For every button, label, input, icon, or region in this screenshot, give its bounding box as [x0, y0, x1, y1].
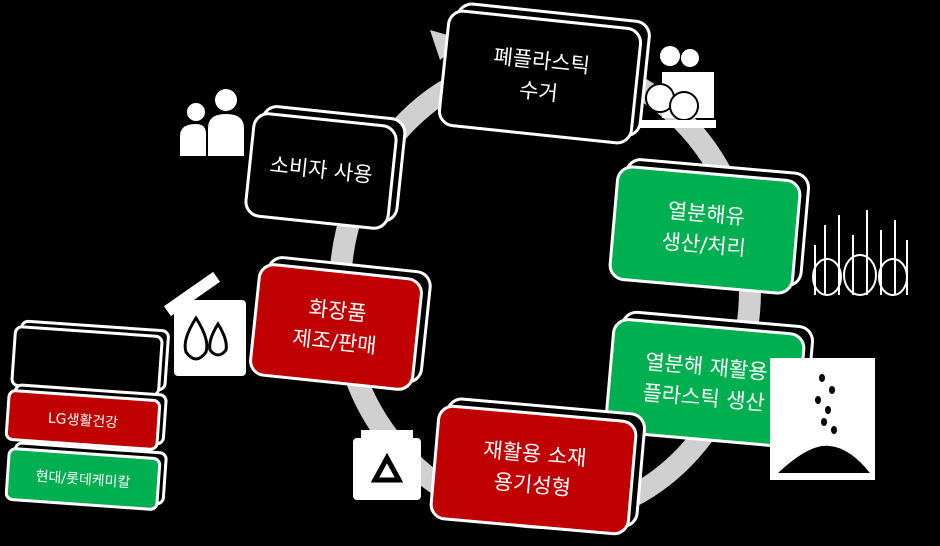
plastic-pellets-icon [770, 358, 875, 480]
step-label: 소비자 사용 [268, 152, 374, 188]
recycle-icon [353, 430, 421, 500]
legend-empty-box [10, 324, 164, 398]
step-label: 재활용 소재 용기성형 [482, 437, 588, 501]
step-cosmetics-manufacturing: 화장품 제조/판매 [247, 261, 425, 393]
refinery-icon [812, 210, 908, 296]
step-consumer-use: 소비자 사용 [242, 110, 400, 232]
plastic-waste-icon [640, 46, 716, 128]
step-container-molding: 재활용 소재 용기성형 [428, 403, 639, 537]
step-waste-plastic-collection: 폐플라스틱 수거 [436, 8, 644, 146]
cosmetic-drops-icon [163, 271, 246, 376]
legend-chemical: 현대/롯데케미칼 [4, 446, 162, 512]
step-label: 화장품 제조/판매 [291, 295, 378, 359]
step-label: 열분해유 생산/처리 [660, 198, 747, 261]
step-label: 폐플라스틱 수거 [492, 43, 592, 106]
legend-label: LG생활건강 [47, 410, 119, 432]
people-icon [180, 89, 244, 156]
step-label: 열분해 재활용 플라스틱 생산 [641, 349, 769, 416]
step-pyrolysis-oil: 열분해유 생산/처리 [607, 164, 803, 296]
legend-lg: LG생활건강 [4, 388, 162, 452]
legend-label: 현대/롯데케미칼 [35, 468, 131, 492]
